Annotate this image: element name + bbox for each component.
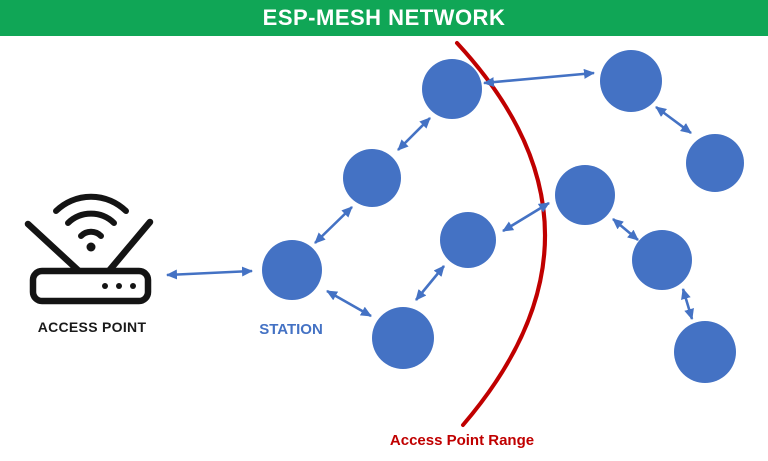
mesh-link-node7-node8	[681, 288, 694, 320]
mesh-link-node6-node7	[612, 218, 639, 241]
wifi-wave-outer-icon	[53, 193, 129, 214]
access-point-icon	[24, 193, 154, 305]
station-label: STATION	[259, 321, 323, 338]
mesh-node-node-4	[600, 50, 662, 112]
router-led-icon	[130, 283, 136, 289]
mesh-node-node-10	[372, 307, 434, 369]
mesh-link-node9-node6	[502, 201, 550, 233]
mesh-link-station-node10	[326, 289, 372, 318]
mesh-links	[166, 68, 694, 320]
wifi-dot-icon	[86, 242, 96, 252]
mesh-link-ap-station	[166, 266, 253, 280]
mesh-link-node3-node4	[483, 68, 595, 88]
mesh-link-node2-node3	[397, 117, 431, 151]
router-body-icon	[29, 267, 152, 305]
mesh-link-node4-node5	[655, 105, 692, 135]
mesh-node-node-5	[686, 134, 744, 192]
mesh-node-node-8	[674, 321, 736, 383]
router-led-icon	[102, 283, 108, 289]
page-title: ESP-MESH NETWORK	[262, 5, 506, 30]
router-led-icon	[116, 283, 122, 289]
wifi-wave-inner-icon	[78, 228, 104, 239]
mesh-node-node-3	[422, 59, 482, 119]
title-bar: ESP-MESH NETWORK	[0, 0, 768, 36]
mesh-node-node-7	[632, 230, 692, 290]
antenna-left-icon	[24, 220, 84, 276]
mesh-node-node-6	[555, 165, 615, 225]
access-point-range-arc	[455, 41, 547, 427]
access-point-label: ACCESS POINT	[37, 319, 147, 335]
mesh-node-station	[262, 240, 322, 300]
antenna-right-icon	[104, 218, 154, 276]
wifi-wave-middle-icon	[65, 210, 117, 226]
mesh-node-node-2	[343, 149, 401, 207]
mesh-link-node10-node9	[414, 265, 446, 301]
mesh-link-station-node2	[314, 206, 353, 244]
mesh-node-node-9	[440, 212, 496, 268]
access-point-range-label: Access Point Range	[389, 432, 535, 449]
mesh-nodes	[262, 50, 744, 383]
